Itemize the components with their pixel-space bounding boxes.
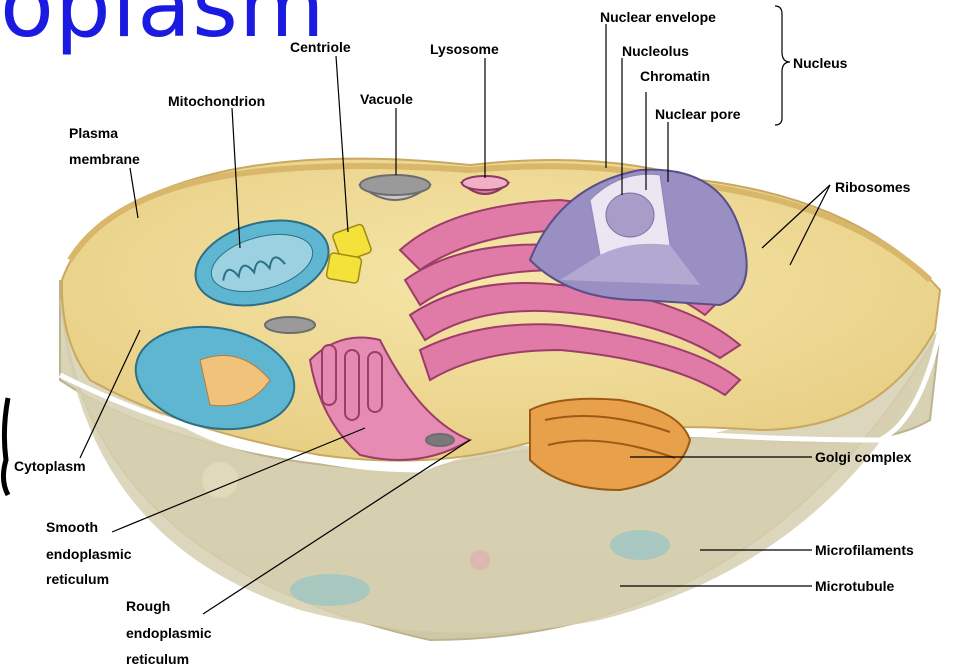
left-bracket-fragment [0,0,973,672]
